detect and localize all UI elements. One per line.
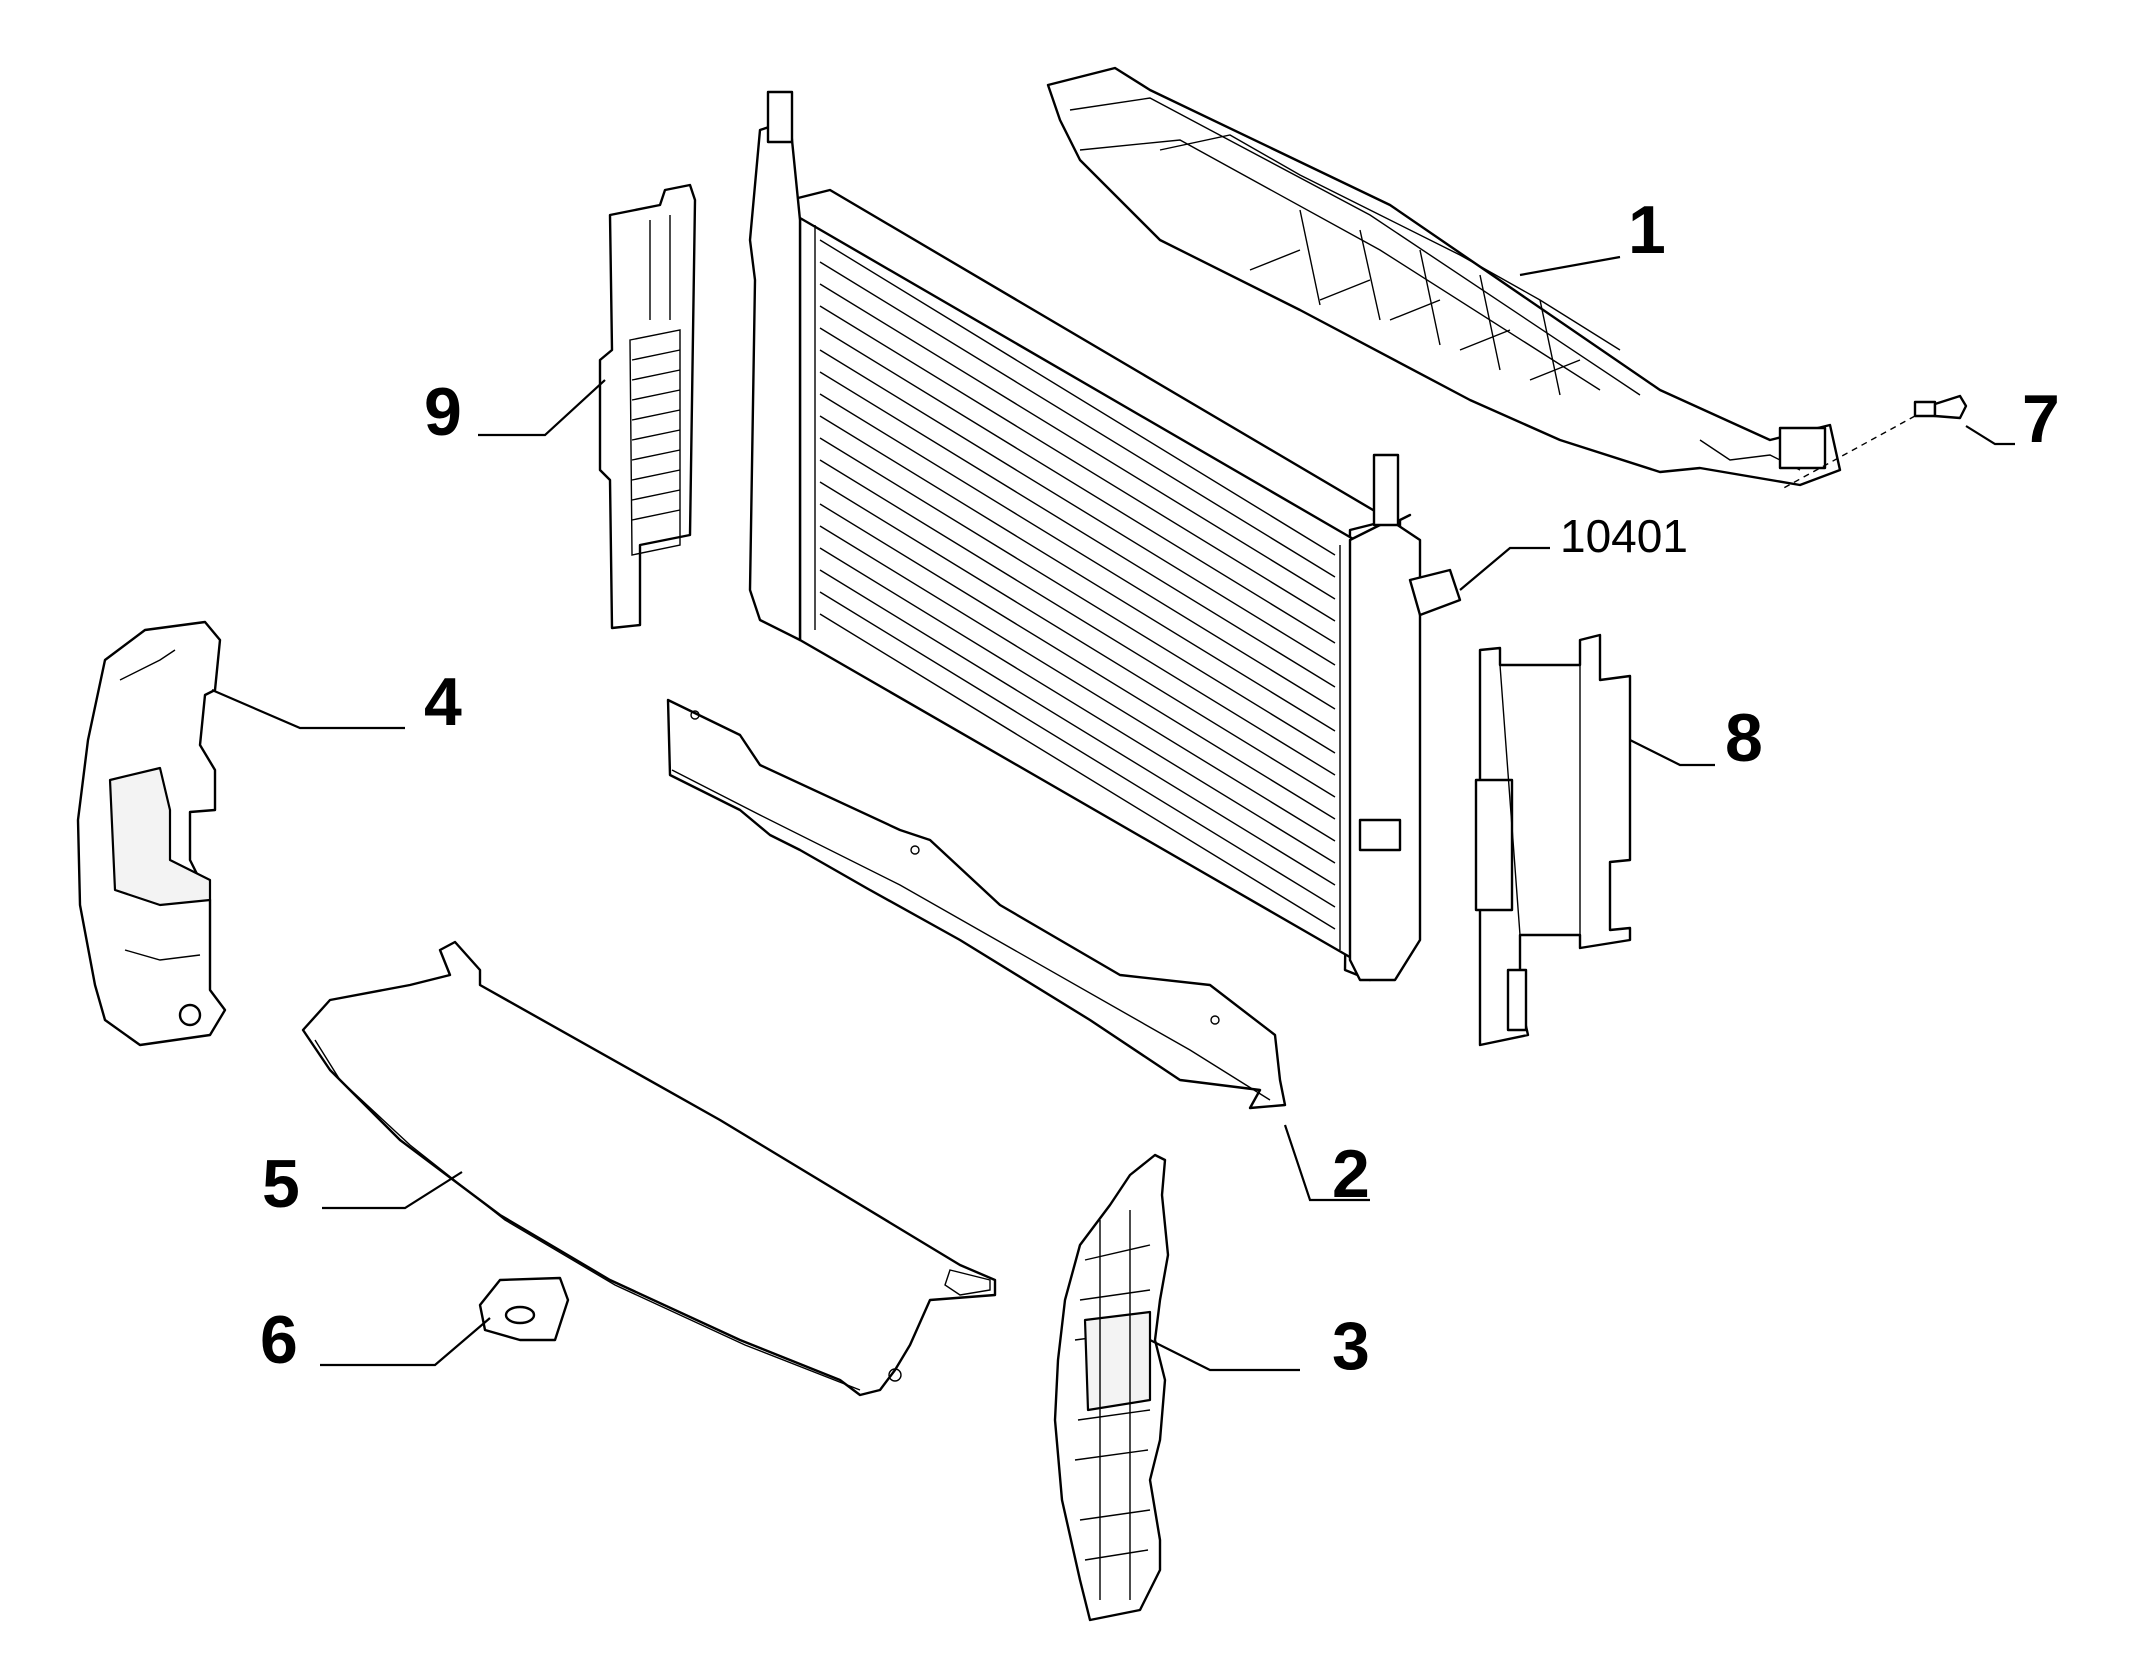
part-2-lower-seal-strip (666, 698, 1287, 1110)
part-9-left-air-guide (598, 183, 697, 630)
part-6-clip-nut (478, 1276, 570, 1342)
callout-6: 6 (260, 1302, 298, 1378)
callout-4: 4 (424, 664, 462, 740)
part-4-left-deflector (76, 620, 227, 1047)
leader-3 (1149, 1339, 1300, 1372)
leader-lines (211, 255, 2015, 1372)
callout-2: 2 (1332, 1136, 1370, 1212)
leader-4 (211, 688, 405, 730)
leader-8 (1629, 739, 1715, 767)
callout-9: 9 (424, 374, 462, 450)
leader-1 (1519, 255, 1621, 277)
leader-9 (478, 379, 606, 437)
part-1-upper-crossmember (1046, 66, 1842, 487)
callout-5: 5 (262, 1146, 300, 1222)
part-8-right-side-panel (1474, 633, 1632, 1047)
leader-5 (322, 1171, 463, 1210)
part-5-under-deflector (301, 940, 997, 1397)
callout-1: 1 (1628, 192, 1666, 268)
radiator-assembly (748, 90, 1462, 982)
callout-7: 7 (2022, 381, 2060, 457)
leader-6 (320, 1317, 491, 1367)
leader-10401 (1459, 546, 1550, 591)
leader-7 (1965, 425, 2015, 446)
reference-10401: 10401 (1560, 510, 1688, 562)
callout-3: 3 (1332, 1308, 1370, 1384)
leader-2 (1283, 1124, 1370, 1202)
part-7-screw (1779, 394, 1968, 491)
part-3-right-deflector (1053, 1153, 1170, 1622)
callout-8: 8 (1725, 700, 1763, 776)
radiator-fins (814, 225, 1341, 950)
